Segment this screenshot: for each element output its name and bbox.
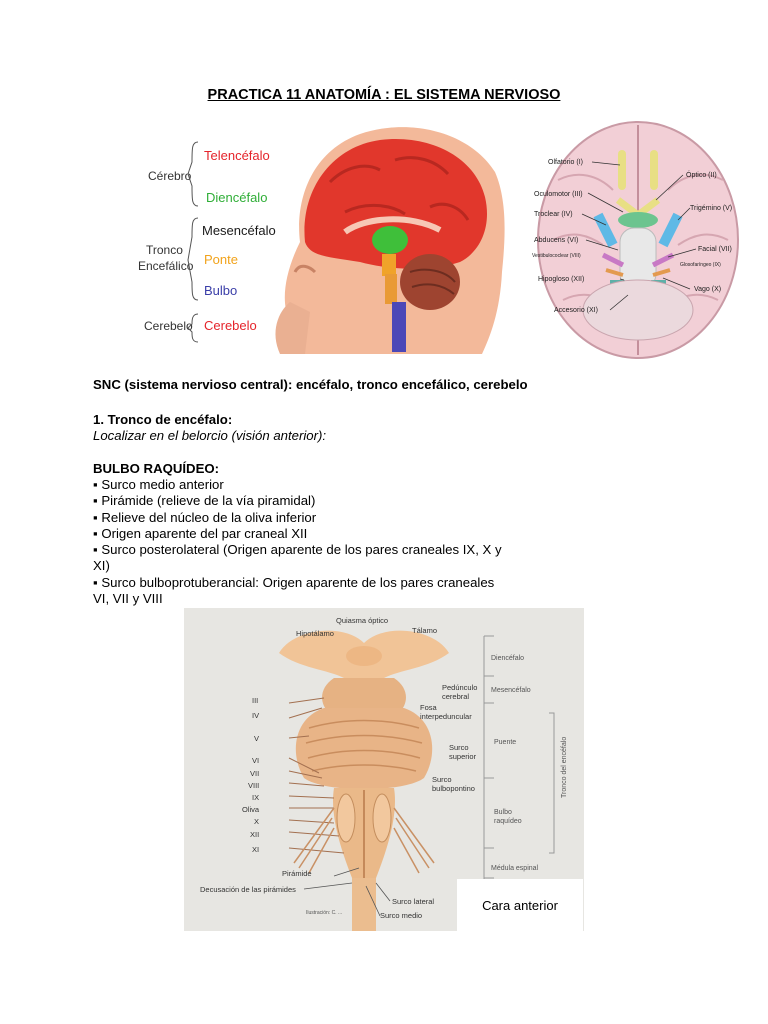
label-superior: superior (449, 752, 477, 761)
region-diencefalo: Diencéfalo (491, 655, 524, 662)
list-item: ▪ Origen aparente del par craneal XII (93, 525, 308, 541)
list-item: ▪ Surco posterolateral (Origen aparente … (93, 542, 502, 558)
snc-heading: SNC (sistema nervioso central): encéfalo… (93, 377, 528, 392)
region-puente: Puente (494, 739, 516, 746)
list-item: ▪ Pirámide (relieve de la vía piramidal) (93, 493, 316, 509)
region-raquideo: raquídeo (494, 818, 522, 825)
nerve-label-troclear: Troclear (IV) (534, 211, 573, 218)
region-mesencefalo: Mesencéfalo (491, 687, 531, 694)
label-nerve-xii: XII (250, 830, 259, 839)
figure-caption: Cara anterior (457, 879, 583, 931)
label-nerve-ix: IX (252, 793, 259, 802)
nerve-label-optico: Óptico (II) (686, 170, 717, 179)
list-item: XI) (93, 558, 110, 574)
label-surco-1: Surco (449, 743, 469, 752)
label-pedunculo: Pedúnculo (442, 683, 477, 692)
nerve-label-facial: Facial (VII) (698, 246, 732, 253)
list-item: ▪ Surco medio anterior (93, 477, 224, 492)
section1-title: 1. Tronco de encéfalo: (93, 412, 233, 427)
brain-sagittal-figure: Cérebro Tronco Encefálico Cerebelo Telen… (130, 122, 508, 354)
nerve-label-trigemino: Trigémino (V) (690, 205, 732, 212)
part-label-cerebelo: Cerebelo (204, 318, 257, 333)
label-surco-lateral: Surco lateral (392, 897, 434, 906)
label-nerve-x: X (254, 817, 259, 826)
list-item: ▪ Relieve del núcleo de la oliva inferio… (93, 509, 317, 525)
page-title: PRACTICA 11 ANATOMÍA : EL SISTEMA NERVIO… (207, 87, 561, 103)
nerve-label-glosofaringeo: Glosofaríngeo (IX) (680, 262, 721, 268)
label-quiasma: Quiasma óptico (336, 616, 388, 625)
part-label-diencefalo: Diencéfalo (206, 190, 267, 205)
nerve-label-hipogloso: Hipogloso (XII) (538, 276, 584, 283)
label-interpeduncular: interpeduncular (420, 712, 472, 721)
nerve-label-oculomotor: Oculomotor (III) (534, 191, 583, 198)
part-label-bulbo: Bulbo (204, 283, 237, 298)
label-surco-medio: Surco medio (380, 911, 422, 920)
nerve-label-accesorio: Accesorio (XI) (554, 307, 598, 314)
label-decusacion: Decusación de las pirámides (200, 885, 296, 894)
label-nerve-vi: VI (252, 756, 259, 765)
label-nerve-v: V (254, 734, 259, 743)
brain-base-figure: Olfatorio (I) Óptico (II) Oculomotor (II… (528, 120, 748, 360)
section1-subtitle: Localizar en el belorcio (visión anterio… (93, 428, 327, 443)
list-item: ▪ Surco bulboprotuberancial: Origen apar… (93, 574, 495, 590)
label-nerve-iv: IV (252, 711, 259, 720)
label-fosa: Fosa (420, 703, 438, 712)
label-talamo: Tálamo (412, 626, 437, 635)
nerve-label-abducens: Abducens (VI) (534, 237, 578, 244)
nerve-label-vestibulococlear: Vestibulococlear (VIII) (532, 253, 581, 259)
label-oliva: Oliva (242, 805, 260, 814)
label-piramide: Pirámide (282, 869, 312, 878)
nerve-label-vago: Vago (X) (694, 286, 721, 293)
label-credit: Ilustración: C. ... (306, 910, 342, 916)
part-label-telencefalo: Telencéfalo (204, 148, 270, 163)
part-label-mesencefalo: Mesencéfalo (202, 223, 276, 238)
label-nerve-viii: VIII (248, 781, 259, 790)
brainstem-figure: Quiasma óptico Hipotálamo Tálamo III IV … (184, 608, 584, 931)
nerve-label-olfatorio: Olfatorio (I) (548, 159, 583, 166)
label-tronco-encefalo: Tronco del encéfalo (561, 737, 568, 798)
label-nerve-iii: III (252, 696, 258, 705)
label-bulbopontino: bulbopontino (432, 784, 475, 793)
part-label-ponte: Ponte (204, 252, 238, 267)
label-hipotalamo: Hipotálamo (296, 629, 334, 638)
group-label-encefalico: Encefálico (138, 259, 194, 273)
group-label-cerebro: Cérebro (148, 169, 192, 183)
label-surco-2: Surco (432, 775, 452, 784)
bullet-list: ▪ Surco medio anterior ▪ Pirámide (relie… (93, 477, 513, 607)
region-bulbo: Bulbo (494, 809, 512, 816)
label-nerve-xi: XI (252, 845, 259, 854)
region-medula: Médula espinal (491, 865, 539, 872)
bulbo-title: BULBO RAQUÍDEO: (93, 461, 220, 476)
label-cerebral: cerebral (442, 692, 469, 701)
group-label-tronco: Tronco (146, 243, 183, 257)
list-item: VI, VII y VIII (93, 591, 163, 607)
label-nerve-vii: VII (250, 769, 259, 778)
group-label-cerebelo: Cerebelo (144, 319, 193, 333)
